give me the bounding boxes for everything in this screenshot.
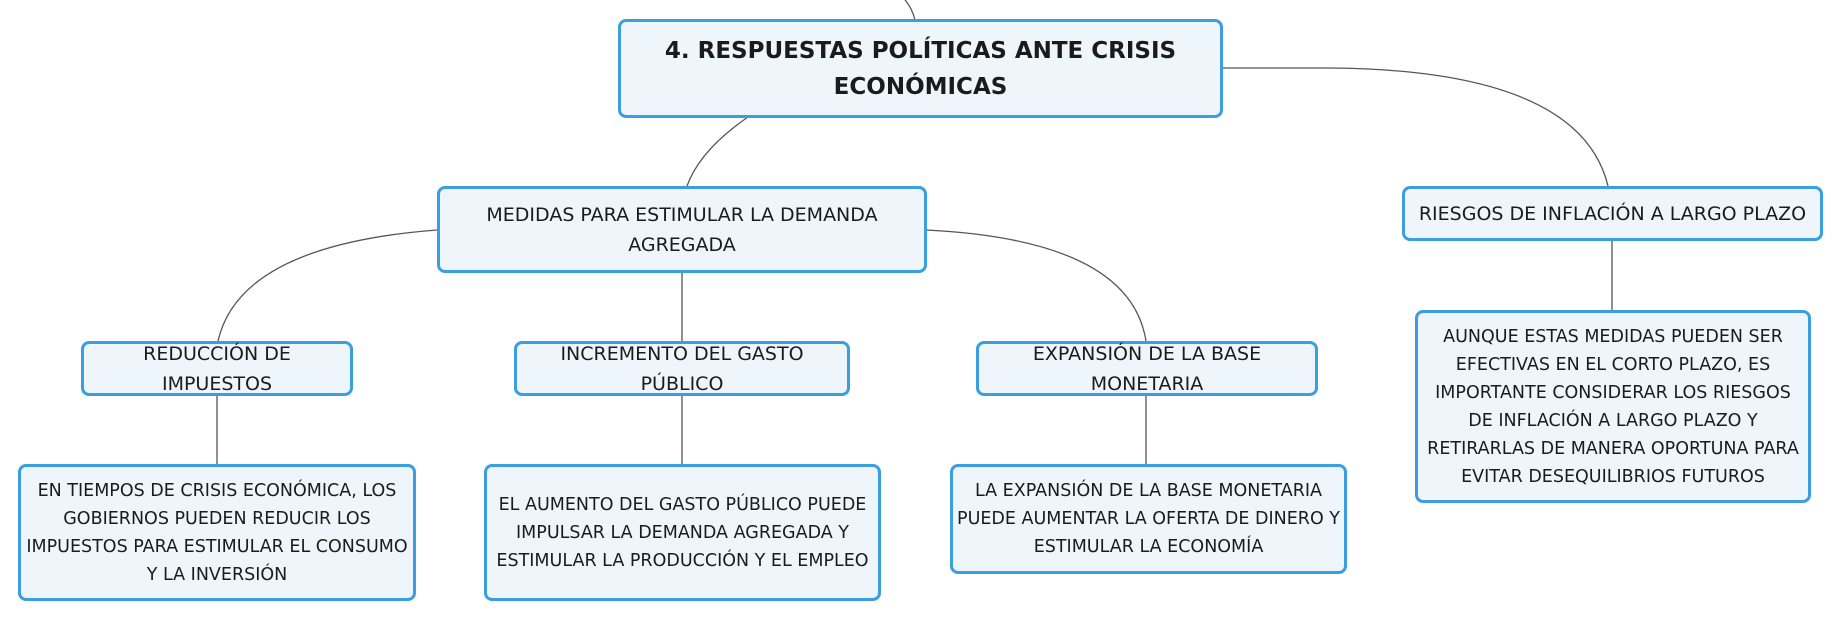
branch-riesgos-node[interactable]: RIESGOS DE INFLACIÓN A LARGO PLAZO [1402, 186, 1823, 241]
connector-medidas-to-expansion [925, 229, 1147, 342]
connector-medidas-to-reduccion [217, 229, 438, 342]
subtopic-expansion-label: EXPANSIÓN DE LA BASE MONETARIA [1032, 342, 1262, 395]
subtopic-reduccion-label: REDUCCIÓN DE IMPUESTOS [143, 342, 291, 395]
detail-incremento-text: EL AUMENTO DEL GASTO PÚBLICO PUEDE IMPUL… [484, 464, 881, 601]
branch-medidas-label: MEDIDAS PARA ESTIMULAR LA DEMANDA AGREGA… [486, 203, 878, 256]
detail-reduccion-label: EN TIEMPOS DE CRISIS ECONÓMICA, LOS GOBI… [26, 480, 408, 585]
subtopic-expansion-node[interactable]: EXPANSIÓN DE LA BASE MONETARIA [976, 341, 1318, 396]
detail-incremento-label: EL AUMENTO DEL GASTO PÚBLICO PUEDE IMPUL… [496, 494, 869, 571]
detail-expansion-text: LA EXPANSIÓN DE LA BASE MONETARIA PUEDE … [950, 464, 1347, 574]
detail-reduccion-text: EN TIEMPOS DE CRISIS ECONÓMICA, LOS GOBI… [18, 464, 416, 601]
connector-root-to-riesgos [1220, 67, 1609, 187]
connector-parent-to-root [904, 0, 916, 21]
branch-riesgos-label: RIESGOS DE INFLACIÓN A LARGO PLAZO [1418, 202, 1807, 225]
root-topic-node[interactable]: 4. RESPUESTAS POLÍTICAS ANTE CRISIS ECON… [618, 19, 1223, 118]
connector-root-to-medidas [686, 116, 749, 187]
subtopic-incremento-node[interactable]: INCREMENTO DEL GASTO PÚBLICO [514, 341, 850, 396]
detail-riesgos-text: AUNQUE ESTAS MEDIDAS PUEDEN SER EFECTIVA… [1415, 310, 1811, 503]
subtopic-incremento-label: INCREMENTO DEL GASTO PÚBLICO [560, 342, 804, 395]
root-topic-title: 4. RESPUESTAS POLÍTICAS ANTE CRISIS ECON… [664, 37, 1177, 100]
detail-expansion-label: LA EXPANSIÓN DE LA BASE MONETARIA PUEDE … [957, 481, 1340, 557]
branch-medidas-node[interactable]: MEDIDAS PARA ESTIMULAR LA DEMANDA AGREGA… [437, 186, 927, 273]
subtopic-reduccion-node[interactable]: REDUCCIÓN DE IMPUESTOS [81, 341, 353, 396]
detail-riesgos-label: AUNQUE ESTAS MEDIDAS PUEDEN SER EFECTIVA… [1427, 326, 1799, 487]
